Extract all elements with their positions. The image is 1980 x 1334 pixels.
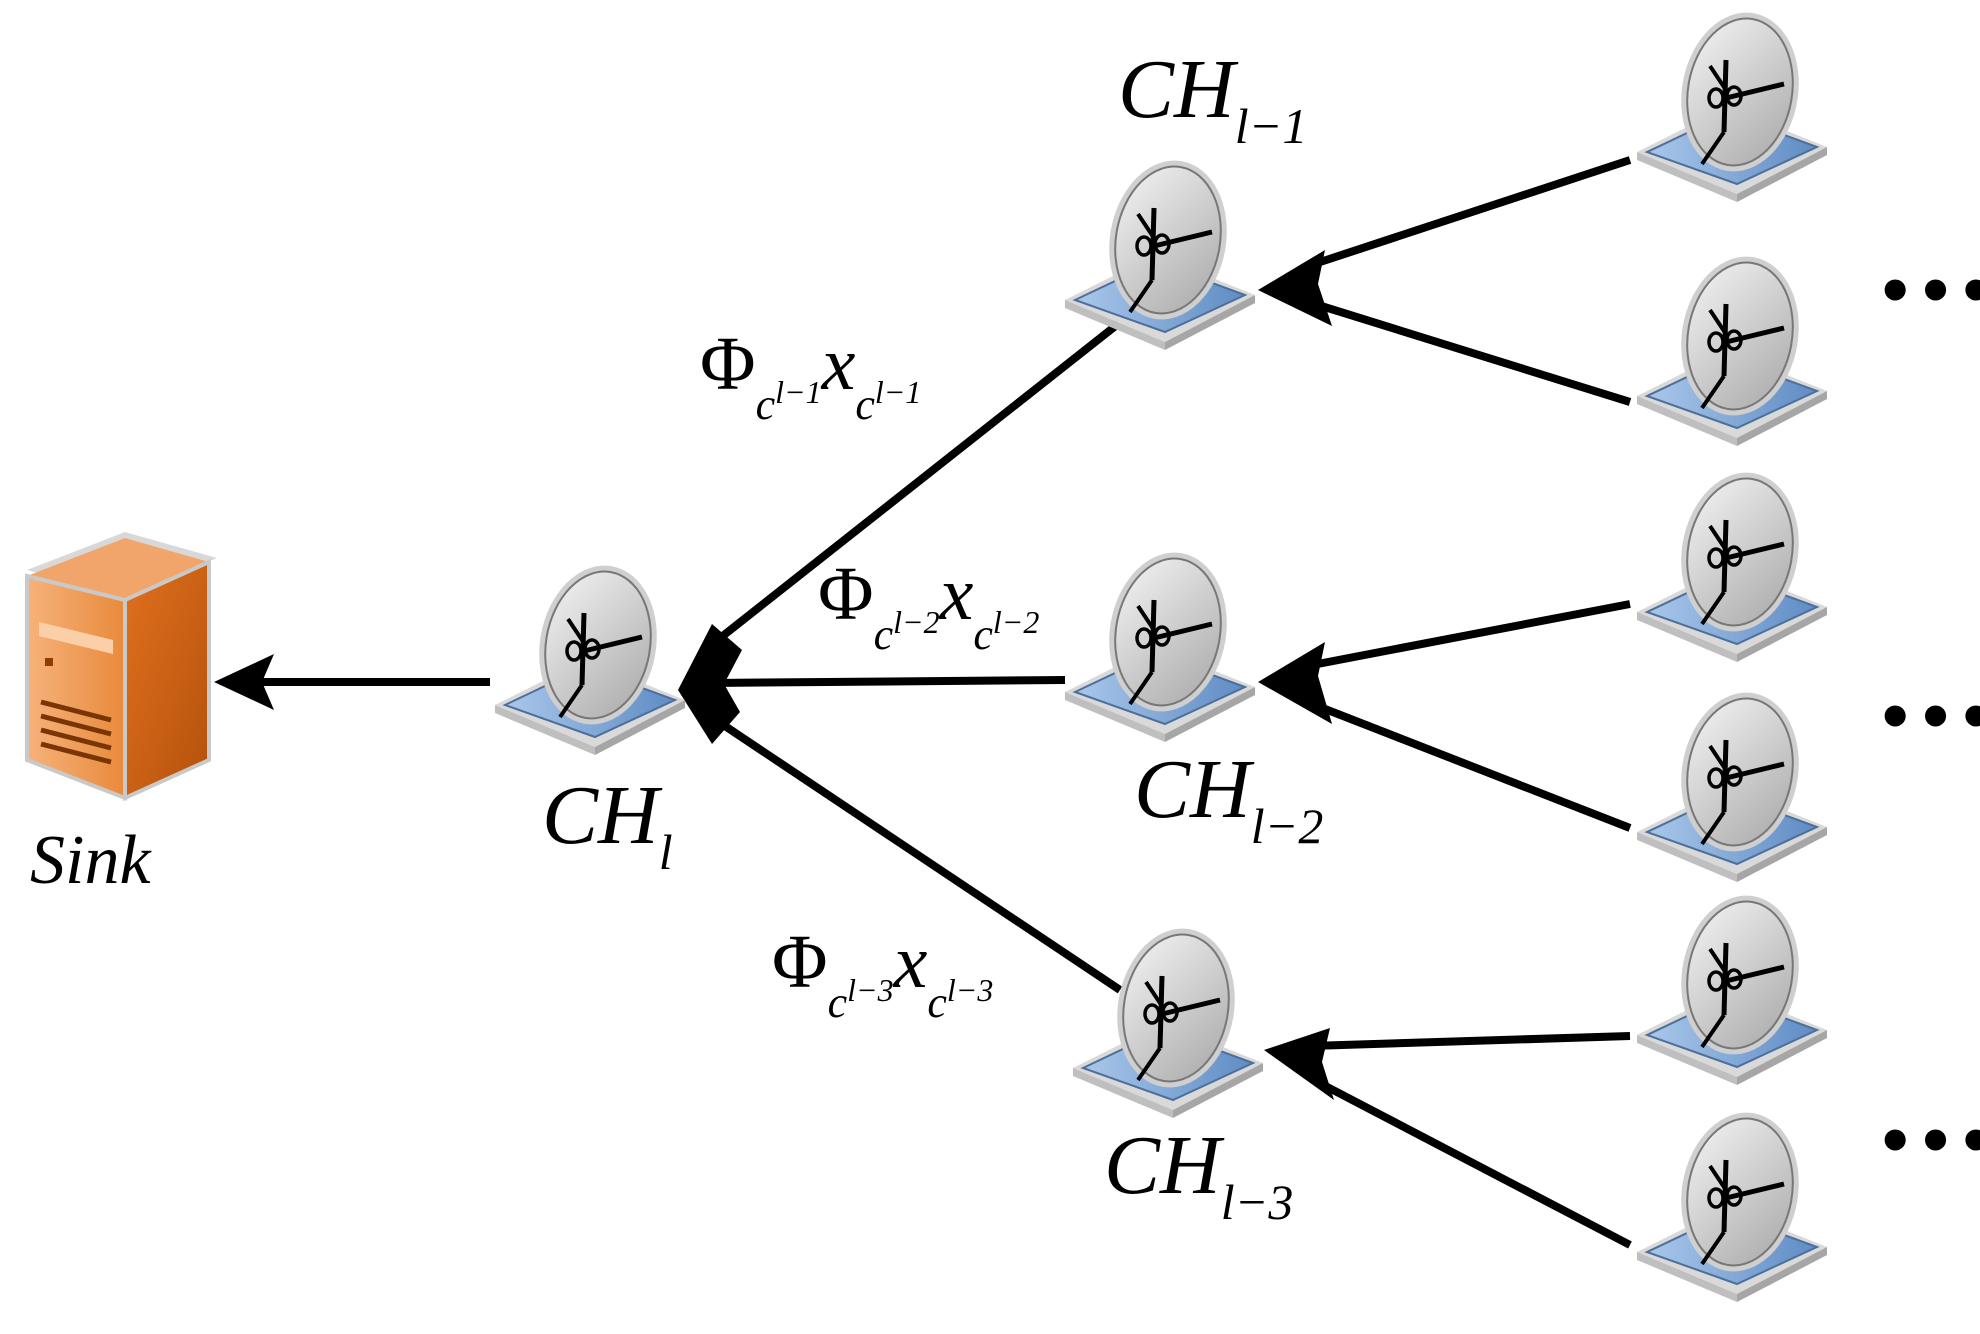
satellite-dish-icon: [1637, 886, 1827, 1085]
sink-label: Sink: [30, 822, 151, 899]
edge-label-l-1: Φcl−1xcl−1: [700, 326, 921, 427]
edge-leaf1-to-chl1: [1300, 156, 1632, 272]
subscript-index: l−1: [775, 374, 822, 410]
subscript-c: c: [973, 610, 993, 659]
satellite-dish-icon: [1637, 1103, 1827, 1302]
satellite-dish-icon: [1073, 919, 1263, 1118]
arrowheads: [214, 250, 1334, 1100]
edge-chl2-to-chl: [709, 676, 1066, 687]
subscript-index: l−3: [847, 972, 894, 1008]
phi-symbol: Φ: [818, 552, 874, 636]
node-label-main: CH: [1118, 43, 1235, 136]
subscript-c: c: [855, 380, 875, 429]
node-label-sub: l−3: [1220, 1174, 1294, 1230]
edge-leaf4-to-chl2: [1300, 696, 1632, 832]
edge-chl3-to-chl: [707, 712, 1123, 994]
satellite-dish-icon: [1065, 151, 1255, 350]
arrowhead-chl3: [1264, 1028, 1334, 1100]
satellite-dish-icon: [1637, 463, 1827, 662]
x-symbol: x: [821, 322, 856, 406]
phi-symbol: Φ: [700, 322, 756, 406]
edge-label-l-2: Φcl−2xcl−2: [818, 556, 1039, 657]
node-label-main: CH: [1134, 743, 1251, 836]
x-symbol: x: [939, 552, 974, 636]
node-label-main: CH: [542, 769, 659, 862]
node-label-ch-l-2: CHl−2: [1134, 748, 1323, 852]
satellite-dish-icon: [1065, 543, 1255, 742]
node-label-ch-l: CHl: [542, 774, 673, 878]
node-label-sub: l−2: [1250, 798, 1324, 854]
subscript-index: l−2: [992, 604, 1040, 640]
node-label-main: CH: [1104, 1119, 1221, 1212]
edge-leaf2-to-chl1: [1300, 296, 1632, 406]
subscript-c: c: [755, 380, 776, 429]
satellite-dish-icon: [1637, 247, 1827, 446]
subscript-index: l−3: [946, 972, 994, 1008]
subscript-c: c: [873, 610, 894, 659]
satellite-dish-icon: [1637, 3, 1827, 202]
arrowhead-sink: [214, 654, 274, 710]
node-label-ch-l-3: CHl−3: [1104, 1124, 1293, 1228]
node-label-ch-l-1: CHl−1: [1118, 48, 1307, 152]
subscript-index: l−2: [893, 604, 940, 640]
arrowhead-chl1: [1258, 250, 1332, 326]
edge-leaf5-to-chl3: [1309, 1032, 1631, 1050]
arrowhead-chl2: [1258, 642, 1332, 724]
ellipsis-3: •••: [1876, 1107, 1980, 1177]
node-label-sub: l: [658, 824, 673, 880]
ellipsis-2: •••: [1876, 683, 1980, 753]
arrowhead-chl: [678, 624, 742, 744]
server-icon: [25, 532, 217, 802]
edge-chl1-to-chl: [707, 320, 1121, 650]
x-symbol: x: [893, 920, 928, 1004]
satellite-dish-icon: [1637, 683, 1827, 882]
edge-leaf6-to-chl3: [1308, 1074, 1632, 1249]
edge-label-l-3: Φcl−3xcl−3: [772, 924, 993, 1025]
satellite-dish-icon: [495, 556, 685, 755]
ellipsis-1: •••: [1876, 257, 1980, 327]
edges: [262, 156, 1632, 1249]
phi-symbol: Φ: [772, 920, 828, 1004]
node-label-sub: l−1: [1234, 98, 1308, 154]
subscript-c: c: [827, 978, 848, 1027]
subscript-c: c: [927, 978, 947, 1027]
edge-leaf3-to-chl2: [1301, 600, 1631, 671]
subscript-index: l−1: [874, 374, 922, 410]
